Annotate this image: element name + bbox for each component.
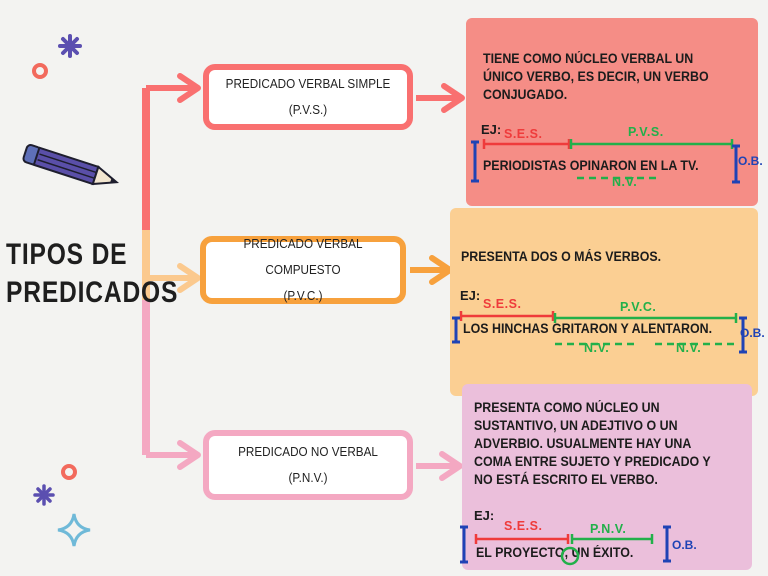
arrowhead-1 — [177, 73, 201, 103]
example-label: EJ: — [481, 122, 502, 137]
definition-line: ÚNICO VERBO, ES DECIR, UN VERBO — [483, 69, 709, 84]
example-label: EJ: — [460, 288, 481, 303]
definition-line: TIENE COMO NÚCLEO VERBAL UN — [483, 51, 694, 66]
star-icon — [33, 484, 55, 506]
node-abbr: (P.V.S.) — [288, 102, 328, 117]
node-pvc: PREDICADO VERBAL COMPUESTO (P.V.C.) — [200, 236, 406, 304]
panel-definition: PRESENTA DOS O MÁS VERBOS. — [461, 248, 661, 266]
pencil-icon — [22, 144, 120, 186]
panel-arrowhead-3 — [439, 451, 463, 481]
panel-pvs — [466, 18, 758, 206]
predicate-label: P.N.V. — [590, 522, 627, 536]
node-label: PREDICADO NO VERBAL — [238, 444, 378, 459]
ob-label: O.B. — [740, 326, 765, 340]
arrowhead-3 — [177, 440, 201, 470]
definition-line: CONJUGADO. — [483, 87, 568, 102]
arrowhead-2 — [177, 263, 201, 293]
panel-definition: TIENE COMO NÚCLEO VERBAL UN ÚNICO VERBO,… — [483, 50, 709, 104]
ob-label: O.B. — [738, 154, 763, 168]
definition-line: PRESENTA COMO NÚCLEO UN — [474, 400, 660, 415]
predicate-label: P.V.S. — [628, 125, 664, 139]
example-sentence: EL PROYECTO, UN ÉXITO. — [476, 545, 634, 560]
comma-circle — [560, 546, 580, 566]
panel-arrowhead-1 — [441, 83, 465, 113]
node-abbr: (P.V.C.) — [283, 288, 323, 303]
circle-icon — [32, 63, 48, 79]
predicate-label: P.V.C. — [620, 300, 657, 314]
node-label: PREDICADO VERBAL SIMPLE — [225, 76, 391, 91]
circle-icon — [61, 464, 77, 480]
definition-line: COMA ENTRE SUJETO Y PREDICADO Y — [474, 454, 711, 469]
ses-label: S.E.S. — [504, 519, 543, 533]
node-pnv: PREDICADO NO VERBAL (P.N.V.) — [203, 430, 413, 500]
node-pvs: PREDICADO VERBAL SIMPLE (P.V.S.) — [203, 64, 413, 130]
definition-line: PRESENTA DOS O MÁS VERBOS. — [461, 249, 662, 264]
ses-label: S.E.S. — [504, 127, 543, 141]
title-line-2: PREDICADOS — [6, 276, 179, 309]
nv-label: N.V. — [584, 341, 610, 355]
node-abbr: (P.N.V.) — [288, 470, 328, 485]
panel-pvc — [450, 208, 758, 396]
example-sentence: LOS HINCHAS GRITARON Y ALENTARON. — [463, 321, 713, 336]
diagram-title: TIPOS DE PREDICADOS — [6, 236, 178, 312]
definition-line: SUSTANTIVO, UN ADEJTIVO O UN — [474, 418, 678, 433]
panel-definition: PRESENTA COMO NÚCLEO UN SUSTANTIVO, UN A… — [474, 399, 711, 489]
example-sentence: PERIODISTAS OPINARON EN LA TV. — [483, 158, 699, 173]
definition-line: NO ESTÁ ESCRITO EL VERBO. — [474, 472, 658, 487]
ob-label: O.B. — [672, 538, 697, 552]
title-line-1: TIPOS DE — [6, 238, 128, 271]
definition-line: ADVERBIO. USUALMENTE HAY UNA — [474, 436, 692, 451]
star-icon — [58, 34, 82, 58]
node-label: PREDICADO VERBAL COMPUESTO — [243, 236, 363, 277]
example-label: EJ: — [474, 508, 495, 523]
ses-label: S.E.S. — [483, 297, 522, 311]
sparkle-icon — [57, 513, 91, 547]
